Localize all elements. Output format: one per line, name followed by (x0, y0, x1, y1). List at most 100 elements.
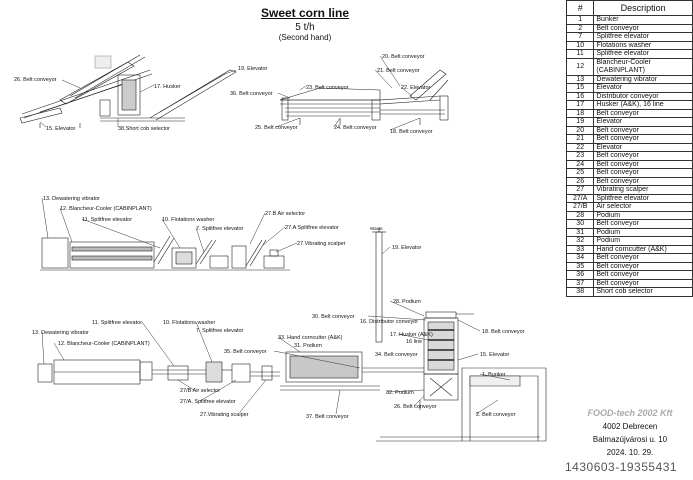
drawing-title: Sweet corn line (260, 6, 350, 20)
callout-27b-bot: 27/B Air selector (180, 388, 220, 394)
legend-row-desc: Belt conveyor (593, 270, 693, 280)
legend-row-desc: Flotations washer (593, 40, 693, 50)
callout-25-top: 25. Belt conveyor (255, 125, 298, 131)
callout-27b-mid: 27.B Air selector (265, 211, 305, 217)
legend-row-desc: Podium (593, 210, 693, 220)
callout-15: 15. Elevator (480, 352, 510, 358)
callout-10-mid: 10. Flotations washer (162, 217, 214, 223)
callout-19-mid: 19. Elevator (392, 245, 422, 251)
callout-7-bot: 7. Splitfree elevator (196, 328, 244, 334)
legend-row-num: 19 (565, 117, 595, 127)
callout-27a-bot: 27/A. Splitfree elevator (180, 399, 236, 405)
callout-38-top: 38.Short cob selector (118, 126, 170, 132)
legend-row-desc: Belt conveyor (593, 108, 693, 118)
callout-13-bot: 13. Dewatering vibrator (32, 330, 89, 336)
callout-27-mid: 27.Vibrating scalper (297, 241, 346, 247)
legend-row-desc: Short cob selector (593, 287, 693, 297)
legend-header-desc: Description (593, 0, 693, 16)
callout-23-top: 23. Belt conveyor (306, 85, 349, 91)
callout-22-top: 22. Elevator (401, 85, 431, 91)
callout-33: 33. Hand corncutter (A&K) (278, 335, 343, 341)
callout-21-top: 21. Belt conveyor (377, 68, 420, 74)
legend-row-desc: Belt conveyor (593, 151, 693, 161)
legend-row-num: 31 (565, 227, 595, 237)
callout-20-top: 20. Belt conveyor (382, 54, 425, 60)
legend-row-num: 23 (565, 151, 595, 161)
callout-15-top: 15. Elevator (46, 126, 76, 132)
company-street: Balmazújvárosi u. 10 (592, 435, 668, 444)
legend-row-desc: Podium (593, 227, 693, 237)
callout-24-top: 24. Belt conveyor (334, 125, 377, 131)
legend-row-num: 27/A (565, 193, 595, 203)
legend-row-desc: Distributor conveyor (593, 91, 693, 101)
legend-row-num: 32 (565, 236, 595, 246)
legend-row-num: 33 (565, 244, 595, 254)
leader-lines (39, 55, 511, 415)
callout-13-mid: 13. Dewatering vibrator (43, 196, 100, 202)
legend-row-desc: Podium (593, 236, 693, 246)
legend-row-desc: Elevator (593, 142, 693, 152)
legend-row-desc: Belt conveyor (593, 23, 693, 33)
callout-19-top: 19. Elevator (238, 66, 268, 72)
legend-row-desc: Belt conveyor (593, 125, 693, 135)
callout-26-top: 26. Belt conveyor (14, 77, 57, 83)
callout-32: 32. Podium (386, 390, 414, 396)
callout-1: 1. Bunker (482, 372, 506, 378)
drawing-date: 2024. 10. 29. (606, 448, 654, 457)
callout-11-mid: 11. Splitfree elevator (82, 217, 132, 223)
legend-row-num: 30 (565, 219, 595, 229)
legend-row-desc: Bunker (593, 15, 693, 25)
callout-18: 18. Belt conveyor (482, 329, 525, 335)
callout-17-top: 17. Husker (154, 84, 181, 90)
legend-row-desc: Elevator (593, 83, 693, 93)
callout-16: 16. Distributor conveyor (360, 319, 418, 325)
legend-row-desc: Splitfree elevator (593, 193, 693, 203)
legend-row-num: 24 (565, 159, 595, 169)
legend-row-num: 11 (565, 49, 595, 59)
callout-27-bot: 27.Vibrating scalper (200, 412, 249, 418)
legend-row-desc: Dewatering vibrator (593, 74, 693, 84)
legend-row-num: 15 (565, 83, 595, 93)
callout-28: 28. Podium (393, 299, 421, 305)
legend-row-num: 1 (565, 15, 595, 25)
company-city: 4002 Debrecen (602, 422, 658, 431)
legend-row-num: 38 (565, 287, 595, 297)
legend-row-num: 18 (565, 108, 595, 118)
legend-row-desc: Elevator (593, 117, 693, 127)
callout-27a-mid: 27.A Splitfree elevator (285, 225, 339, 231)
legend-row-num: 27 (565, 185, 595, 195)
legend-row-num: 28 (565, 210, 595, 220)
legend-row-num: 22 (565, 142, 595, 152)
legend-row-desc: Belt conveyor (593, 168, 693, 178)
callout-36-top: 36. Belt conveyor (230, 91, 273, 97)
legend-row-desc: Belt conveyor (593, 134, 693, 144)
callout-26-bot: 26. Belt conveyor (394, 404, 437, 410)
callout-18-top: 18. Belt conveyor (390, 129, 433, 135)
waste-label: Waste (370, 226, 383, 231)
top-left-side-view (19, 54, 237, 128)
drawing-title-block: Sweet corn line 5 t/h (Second hand) (240, 6, 370, 42)
top-right-side-view (279, 69, 449, 125)
legend-row-desc: Belt conveyor (593, 219, 693, 229)
